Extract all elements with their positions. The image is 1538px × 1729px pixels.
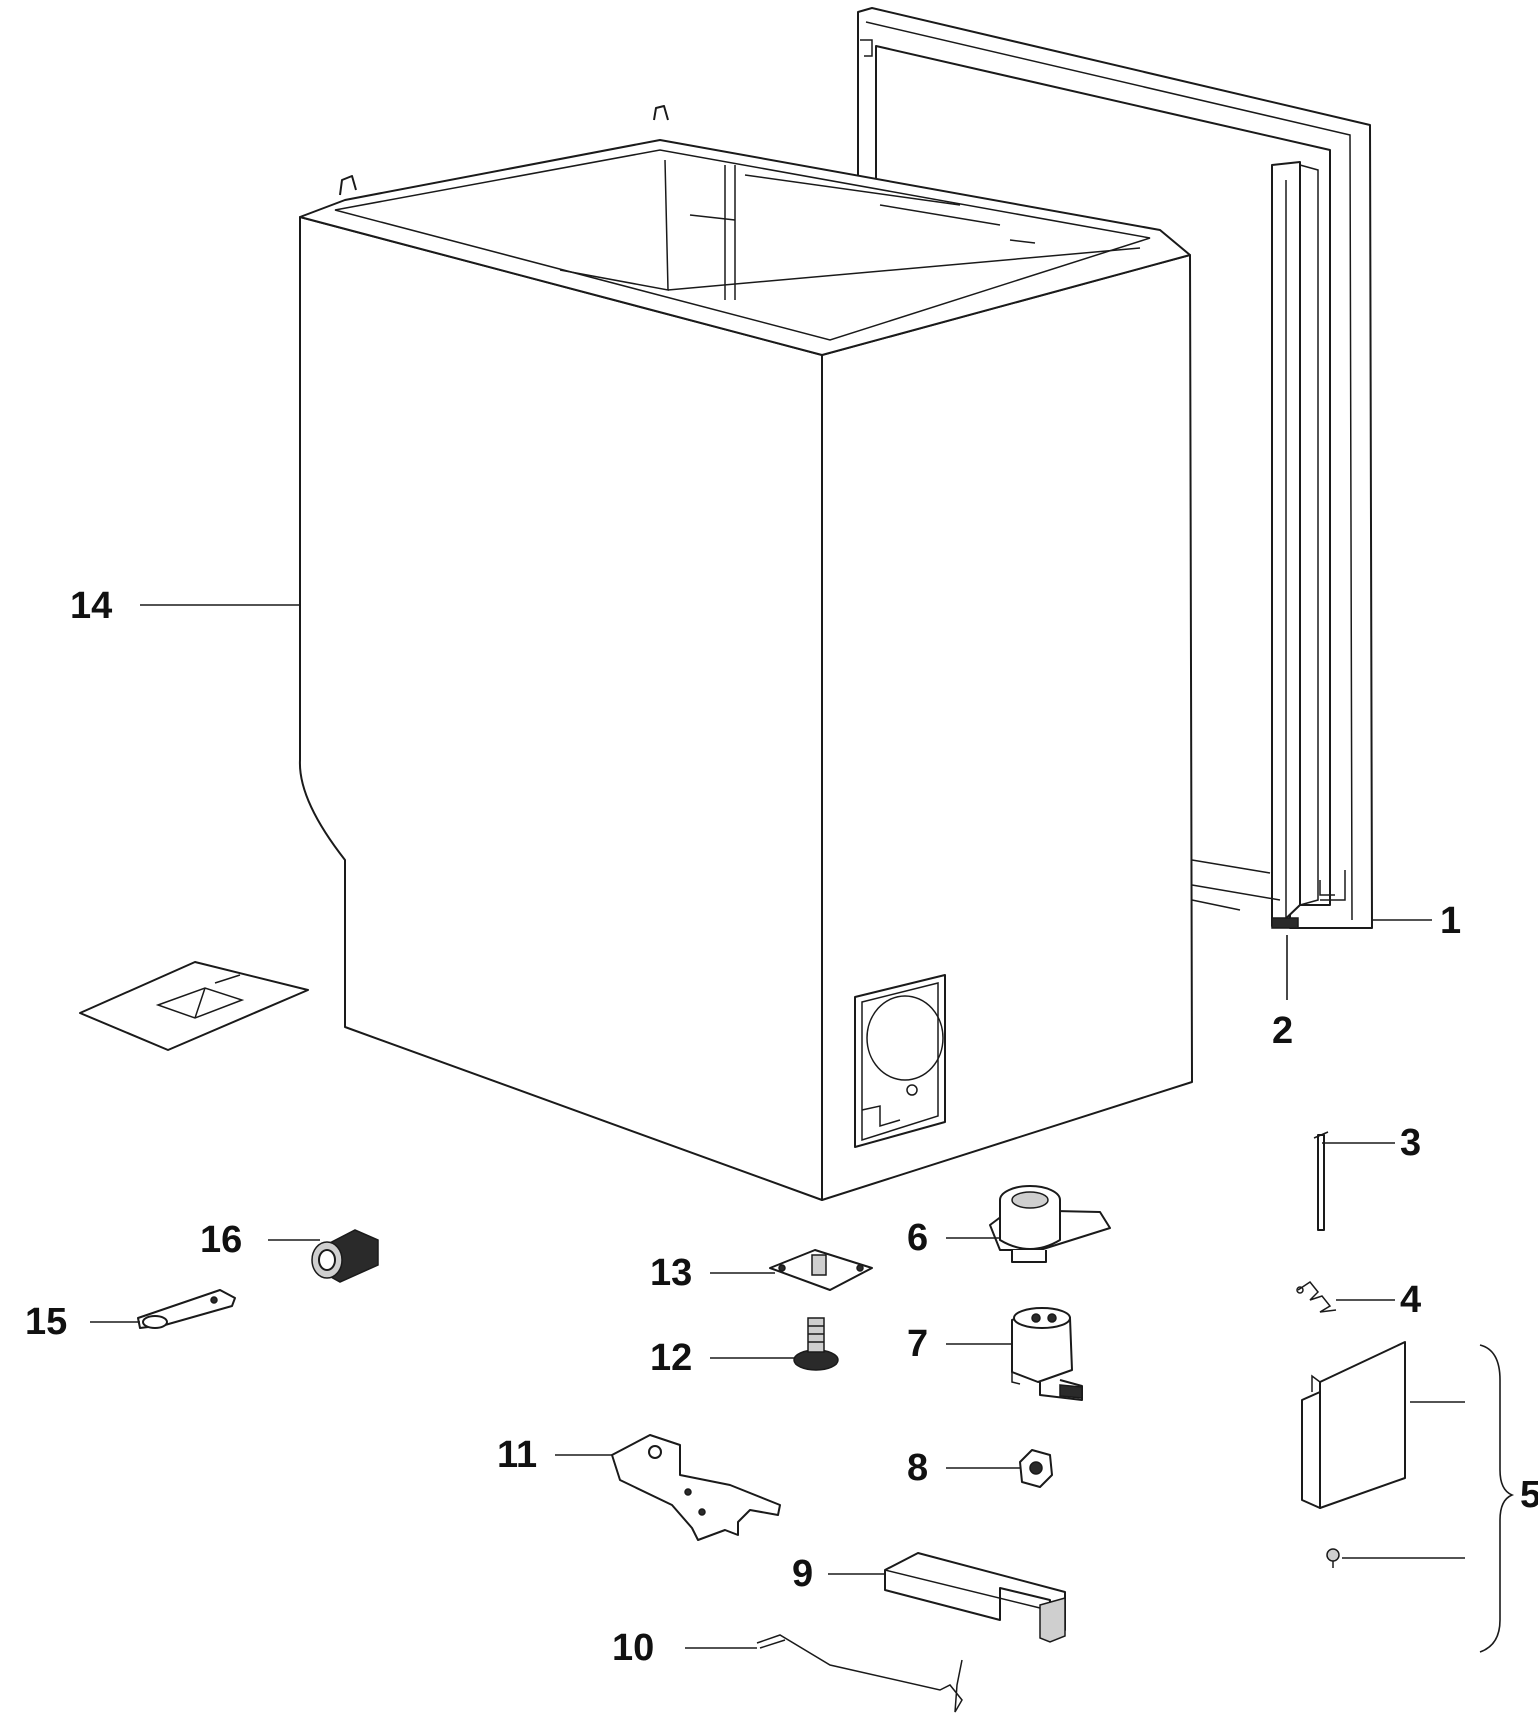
callout-13: 13 <box>650 1252 692 1294</box>
hinge-bracket <box>1301 1341 1406 1568</box>
callout-6: 6 <box>907 1217 928 1259</box>
hose-lines <box>1191 859 1281 911</box>
callout-16: 16 <box>200 1219 242 1261</box>
slide-rail <box>884 1552 1066 1643</box>
tub-body <box>298 105 1193 1201</box>
guide-block <box>1011 1307 1083 1401</box>
spring <box>1296 1280 1337 1313</box>
leader-lines <box>90 604 1465 1649</box>
callout-5: 5 <box>1520 1474 1538 1516</box>
callout-8: 8 <box>907 1447 928 1489</box>
latch <box>137 1289 236 1329</box>
door-gasket-strip <box>1271 161 1319 929</box>
callout-11: 11 <box>497 1434 537 1476</box>
callout-12: 12 <box>650 1337 692 1379</box>
hinge-pin <box>1313 1131 1329 1231</box>
label-sheet <box>79 961 309 1051</box>
wire-rod <box>756 1634 963 1713</box>
callout-14: 14 <box>70 585 112 627</box>
group-brace <box>1479 1344 1515 1653</box>
roller <box>311 1229 379 1283</box>
mounting-plate <box>769 1249 873 1291</box>
callout-labels: 1 2 3 4 5 6 7 8 9 10 11 12 13 14 15 16 <box>25 585 1538 1669</box>
lever-plate <box>611 1434 781 1541</box>
callout-4: 4 <box>1400 1279 1421 1321</box>
callout-10: 10 <box>612 1627 654 1669</box>
callout-2: 2 <box>1272 1010 1293 1052</box>
callout-7: 7 <box>907 1323 928 1365</box>
leveling-foot <box>793 1317 839 1371</box>
callout-1: 1 <box>1440 900 1461 942</box>
callout-9: 9 <box>792 1553 813 1595</box>
callout-15: 15 <box>25 1301 67 1343</box>
callout-3: 3 <box>1400 1122 1421 1164</box>
nut <box>1019 1449 1053 1488</box>
pulley-bracket <box>989 1185 1111 1263</box>
